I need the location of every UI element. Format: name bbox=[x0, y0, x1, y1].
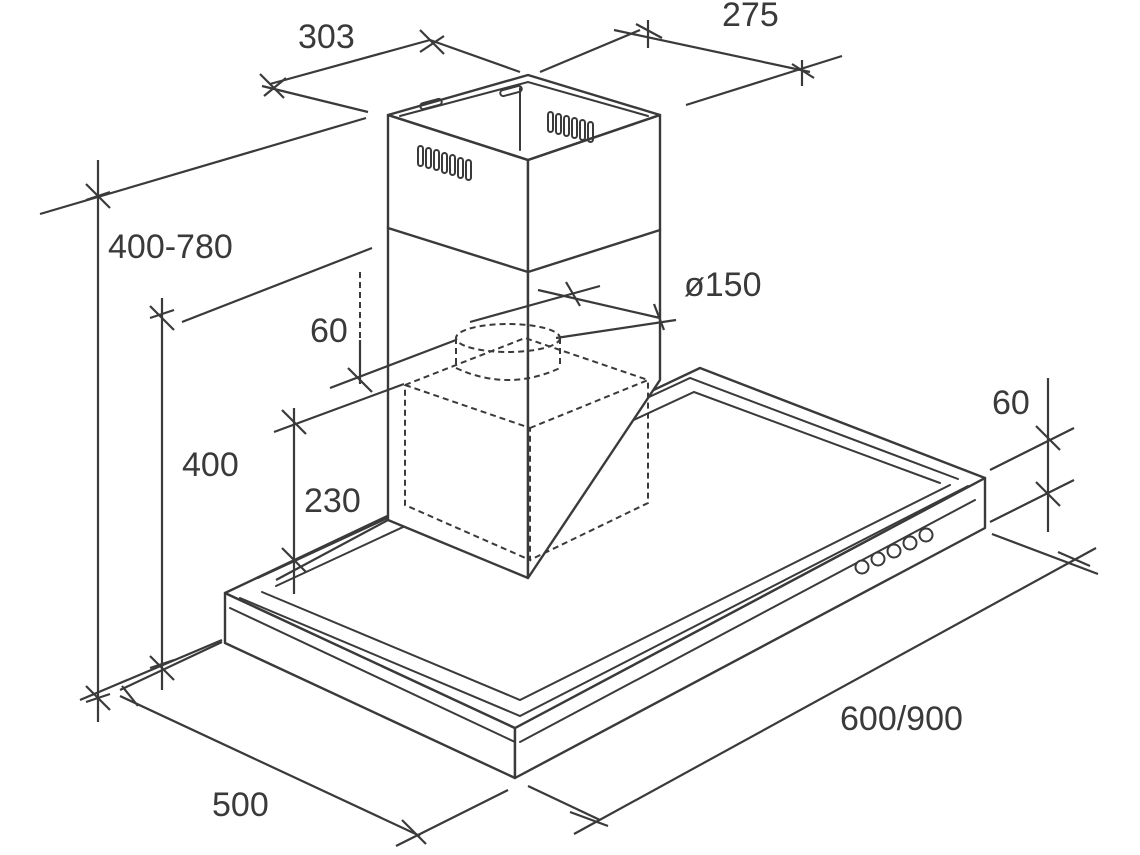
label-chimney-width: 303 bbox=[298, 18, 355, 56]
control-knob bbox=[870, 551, 886, 567]
label-canopy-width: 600/900 bbox=[840, 700, 963, 738]
control-panel bbox=[854, 527, 934, 575]
dim-line-400-780 bbox=[39, 116, 367, 722]
chimney bbox=[386, 73, 662, 580]
dim-line-275 bbox=[539, 20, 843, 107]
label-motor-height: 230 bbox=[304, 482, 361, 520]
label-chimney-depth: 275 bbox=[722, 0, 779, 34]
label-chimney-min-height: 400 bbox=[182, 446, 239, 484]
control-knob bbox=[886, 543, 902, 559]
control-knob bbox=[902, 535, 918, 551]
vent-slots-back bbox=[547, 111, 594, 143]
dim-line-o150 bbox=[469, 281, 677, 340]
dim-line-400 bbox=[119, 298, 223, 691]
label-canopy-thickness: 60 bbox=[992, 384, 1030, 422]
dim-line-600-900 bbox=[527, 532, 1099, 835]
dim-line-duct-offset-60 bbox=[181, 246, 457, 393]
dim-line-canopy-thickness-60 bbox=[989, 378, 1075, 532]
dim-line-230 bbox=[273, 382, 405, 594]
label-duct-diameter: ø150 bbox=[684, 266, 762, 304]
motor-housing-hidden bbox=[404, 323, 649, 562]
control-knob bbox=[918, 527, 934, 543]
dim-line-303 bbox=[259, 29, 521, 114]
vent-slots-front bbox=[417, 145, 472, 181]
dim-line-500 bbox=[119, 685, 509, 847]
label-canopy-depth: 500 bbox=[212, 786, 269, 824]
label-total-height: 400-780 bbox=[108, 228, 233, 266]
label-duct-offset: 60 bbox=[310, 312, 348, 350]
control-knob bbox=[854, 559, 870, 575]
